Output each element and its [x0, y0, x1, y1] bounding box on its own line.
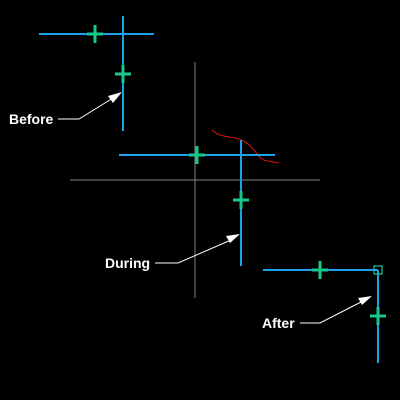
plus-grip-icon[interactable]: [370, 307, 386, 325]
during-leader-line: [155, 239, 232, 264]
plus-grip-icon[interactable]: [189, 146, 205, 164]
after-leader-line: [300, 300, 364, 324]
during-label: During: [105, 255, 150, 271]
before-leader-arrowhead: [108, 92, 122, 103]
square-endpoint-icon[interactable]: [373, 265, 383, 275]
plus-grip-icon[interactable]: [87, 25, 103, 43]
after-leader-arrowhead: [358, 296, 372, 305]
before-leader-line: [58, 97, 114, 120]
before-label: Before: [9, 111, 54, 127]
after-example: After: [262, 261, 386, 363]
plus-grip-icon[interactable]: [233, 191, 249, 209]
plus-grip-icon[interactable]: [115, 65, 131, 83]
during-example: During: [70, 62, 320, 298]
after-label: After: [262, 315, 295, 331]
plus-grip-icon[interactable]: [312, 261, 328, 279]
before-example: Before: [9, 16, 154, 131]
drag-trace-path: [211, 129, 280, 164]
during-leader-arrowhead: [226, 234, 240, 243]
